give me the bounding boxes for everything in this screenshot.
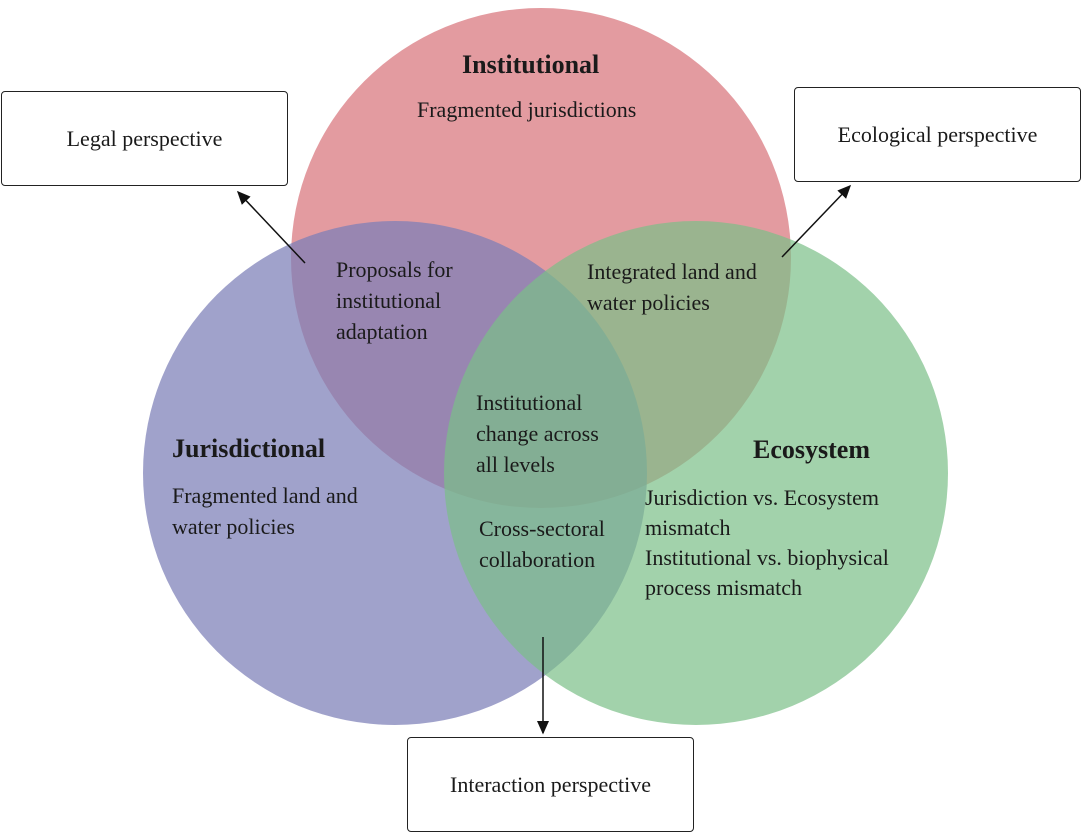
overlap-ij-line-3: adaptation [336,319,428,344]
legal-perspective-box: Legal perspective [1,91,288,186]
overlap-ie-line-2: water policies [587,290,710,315]
ecosystem-line-4: process mismatch [645,575,803,600]
overlap-je-line-2: collaboration [479,547,596,572]
ecological-perspective-label: Ecological perspective [837,121,1038,147]
overlap-ij-line-2: institutional [336,288,442,313]
jurisdictional-line-2: water policies [172,514,295,539]
institutional-title: Institutional [462,50,600,79]
overlap-center-line-2: change across [476,421,599,446]
ecosystem-line-1: Jurisdiction vs. Ecosystem [645,485,880,510]
interaction-perspective-box: Interaction perspective [407,737,694,832]
ecosystem-circle [444,221,948,725]
overlap-je-line-1: Cross-sectoral [479,516,605,541]
ecological-perspective-box: Ecological perspective [794,87,1081,182]
jurisdictional-title: Jurisdictional [172,434,326,463]
interaction-perspective-label: Interaction perspective [450,771,651,797]
ecological-arrow [781,184,852,258]
overlap-ij-line-1: Proposals for [336,257,453,282]
overlap-ie-line-1: Integrated land and [587,259,757,284]
legal-arrow [236,190,306,264]
jurisdictional-line-1: Fragmented land and [172,483,358,508]
institutional-description: Fragmented jurisdictions [417,97,637,122]
overlap-center-line-1: Institutional [476,390,583,415]
ecosystem-line-3: Institutional vs. biophysical [645,545,889,570]
overlap-center-line-3: all levels [476,452,555,477]
ecosystem-title: Ecosystem [753,435,870,464]
legal-perspective-label: Legal perspective [66,125,223,151]
ecosystem-line-2: mismatch [645,515,731,540]
